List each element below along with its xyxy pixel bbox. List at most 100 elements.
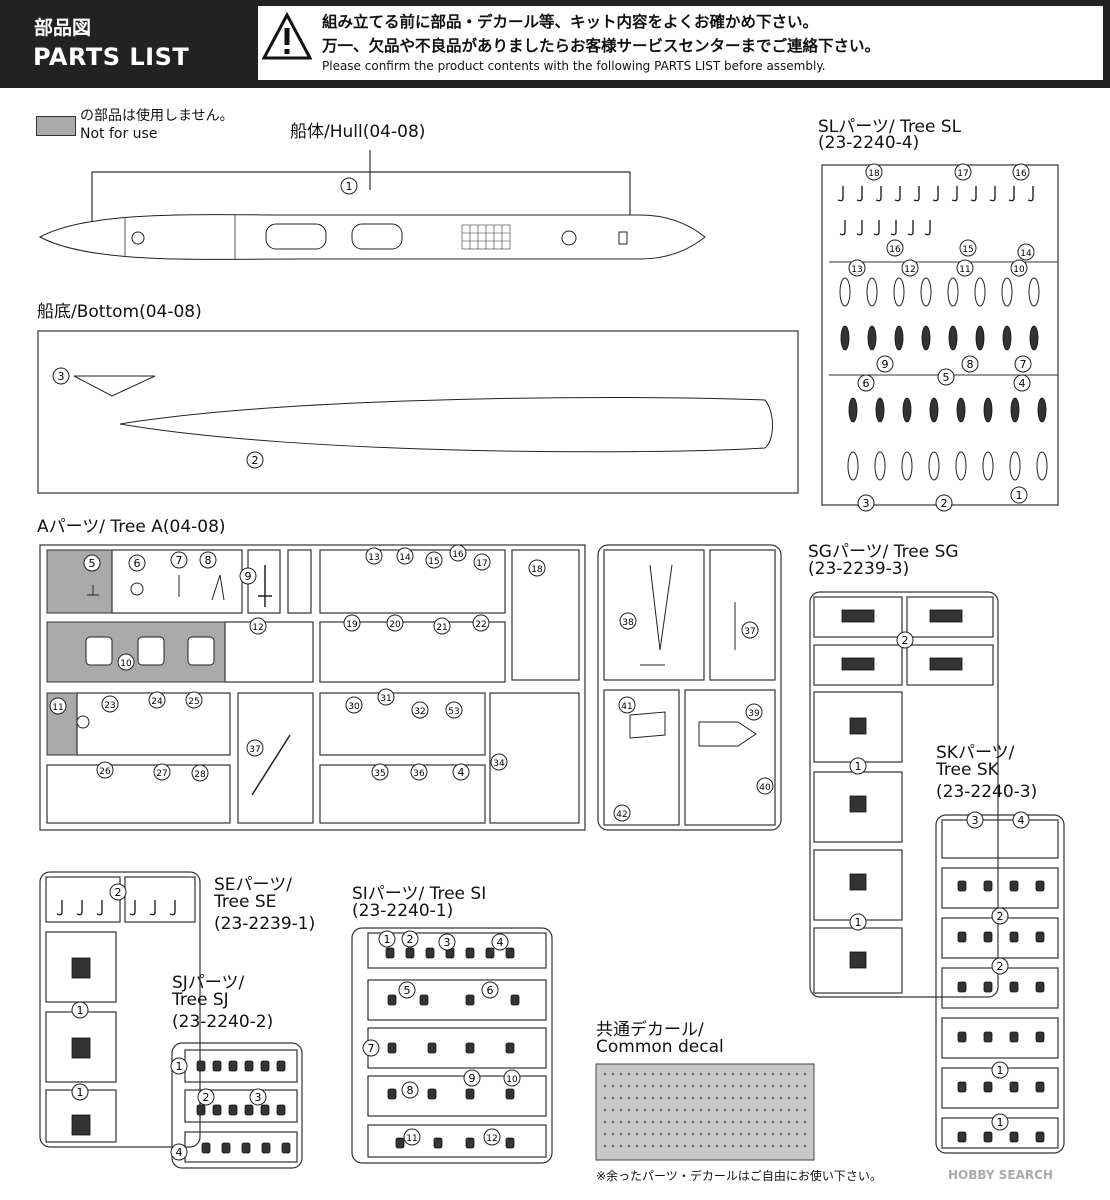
tree-sl-bubble xyxy=(1013,374,1031,392)
tree-si-label: SIパーツ/ Tree SI xyxy=(352,884,487,904)
tree-sl-number: 5 xyxy=(943,371,950,384)
tree-a-bubble xyxy=(96,761,114,779)
decal-mark xyxy=(795,1108,799,1112)
tree-sl-part xyxy=(894,325,904,351)
tree-sk-number: 2 xyxy=(997,960,1004,973)
tree-sj-part xyxy=(196,1060,206,1072)
tree-si-number: 11 xyxy=(406,1134,417,1144)
tree-sj-part xyxy=(212,1104,222,1116)
tree-si-bubble xyxy=(491,933,509,951)
tree-sk-label-2: Tree SK xyxy=(936,760,999,780)
tree-a-bubble xyxy=(745,703,763,721)
tree-sk-bubble xyxy=(991,1061,1009,1079)
decal-mark xyxy=(723,1096,727,1100)
tree-a-bubble xyxy=(473,553,491,571)
decal-mark xyxy=(643,1120,647,1124)
tree-sl-part xyxy=(907,220,914,236)
tree-sj-part xyxy=(276,1104,286,1116)
tree-se-part xyxy=(96,900,103,916)
tree-sl-part xyxy=(874,451,886,481)
tree-sl-part xyxy=(955,451,967,481)
decal-mark xyxy=(635,1132,639,1136)
tree-sk-part xyxy=(1035,981,1045,993)
decal-mark xyxy=(659,1144,663,1148)
decal-mark xyxy=(731,1084,735,1088)
decal-mark xyxy=(611,1084,615,1088)
tree-sj-part xyxy=(201,1142,211,1154)
decal-mark xyxy=(691,1144,695,1148)
tree-a-number: 4 xyxy=(458,766,465,779)
tree-a-number: 24 xyxy=(151,697,163,707)
decal-mark xyxy=(659,1096,663,1100)
tree-a-bubble xyxy=(386,614,404,632)
tree-sj-part xyxy=(221,1142,231,1154)
decal-mark xyxy=(659,1120,663,1124)
tree-a-number: 11 xyxy=(52,703,63,713)
bottom-sprue: 3 2 xyxy=(37,330,799,494)
tree-sg-bubble xyxy=(849,913,867,931)
decal-mark xyxy=(755,1132,759,1136)
tree-a-bubble xyxy=(449,544,467,562)
decal-mark xyxy=(611,1144,615,1148)
tree-sl-bubble xyxy=(886,239,904,257)
decal-mark xyxy=(795,1096,799,1100)
tree-se-number: 1 xyxy=(77,1004,84,1017)
tree-sg-bubble xyxy=(896,631,914,649)
decal-mark xyxy=(675,1144,679,1148)
decal-mark xyxy=(659,1132,663,1136)
tree-a-bubble xyxy=(452,763,470,781)
decal-mark xyxy=(635,1084,639,1088)
decal-label-2: Common decal xyxy=(596,1037,724,1057)
tree-a-bubble xyxy=(371,763,389,781)
tree-a-number: 32 xyxy=(414,707,425,717)
decal-mark xyxy=(675,1072,679,1076)
decal-mark xyxy=(603,1132,607,1136)
decal-mark xyxy=(619,1144,623,1148)
decal-mark xyxy=(667,1072,671,1076)
tree-sl-part xyxy=(856,186,863,202)
decal-mark xyxy=(795,1132,799,1136)
decal-mark xyxy=(643,1132,647,1136)
decal-mark xyxy=(691,1132,695,1136)
tree-si-part xyxy=(387,994,397,1006)
decal-mark xyxy=(691,1108,695,1112)
decal-mark xyxy=(635,1096,639,1100)
tree-se-part xyxy=(129,900,136,916)
bottom-label: 船底/Bottom(04-08) xyxy=(37,302,202,322)
tree-sg-number: 2 xyxy=(902,634,909,647)
tree-sl-number: 4 xyxy=(1019,377,1026,390)
decal-mark xyxy=(603,1108,607,1112)
decal-mark xyxy=(755,1108,759,1112)
tree-si-number: 1 xyxy=(384,933,391,946)
decal-mark xyxy=(651,1084,655,1088)
tree-si-part xyxy=(505,1137,515,1149)
tree-a-number: 18 xyxy=(531,565,543,575)
legend-jp: の部品は使用しません。 xyxy=(80,108,234,124)
tree-sg-number: 1 xyxy=(855,760,862,773)
decal-mark xyxy=(763,1084,767,1088)
decal-mark xyxy=(739,1108,743,1112)
decal-mark xyxy=(603,1084,607,1088)
page-title-jp: 部品図 xyxy=(34,17,92,39)
tree-a-bubble xyxy=(377,688,395,706)
decal-mark xyxy=(803,1084,807,1088)
tree-si-code: (23-2240-1) xyxy=(352,901,454,921)
tree-sj-number: 3 xyxy=(255,1091,262,1104)
tree-a-number: 28 xyxy=(194,770,206,780)
decal-mark xyxy=(707,1108,711,1112)
tree-a-bubble xyxy=(410,763,428,781)
tree-a-number: 12 xyxy=(252,623,263,633)
tree-sl-bubble xyxy=(959,239,977,257)
tree-a-bubble xyxy=(619,612,637,630)
decal-mark xyxy=(763,1096,767,1100)
tree-si-bubble xyxy=(503,1069,521,1087)
tree-sk-parts xyxy=(957,880,1045,1143)
decal-mark xyxy=(787,1096,791,1100)
tree-sj-part xyxy=(261,1142,271,1154)
tree-se-part xyxy=(56,900,63,916)
tree-sk-bubble xyxy=(991,1113,1009,1131)
decal-mark xyxy=(795,1144,799,1148)
